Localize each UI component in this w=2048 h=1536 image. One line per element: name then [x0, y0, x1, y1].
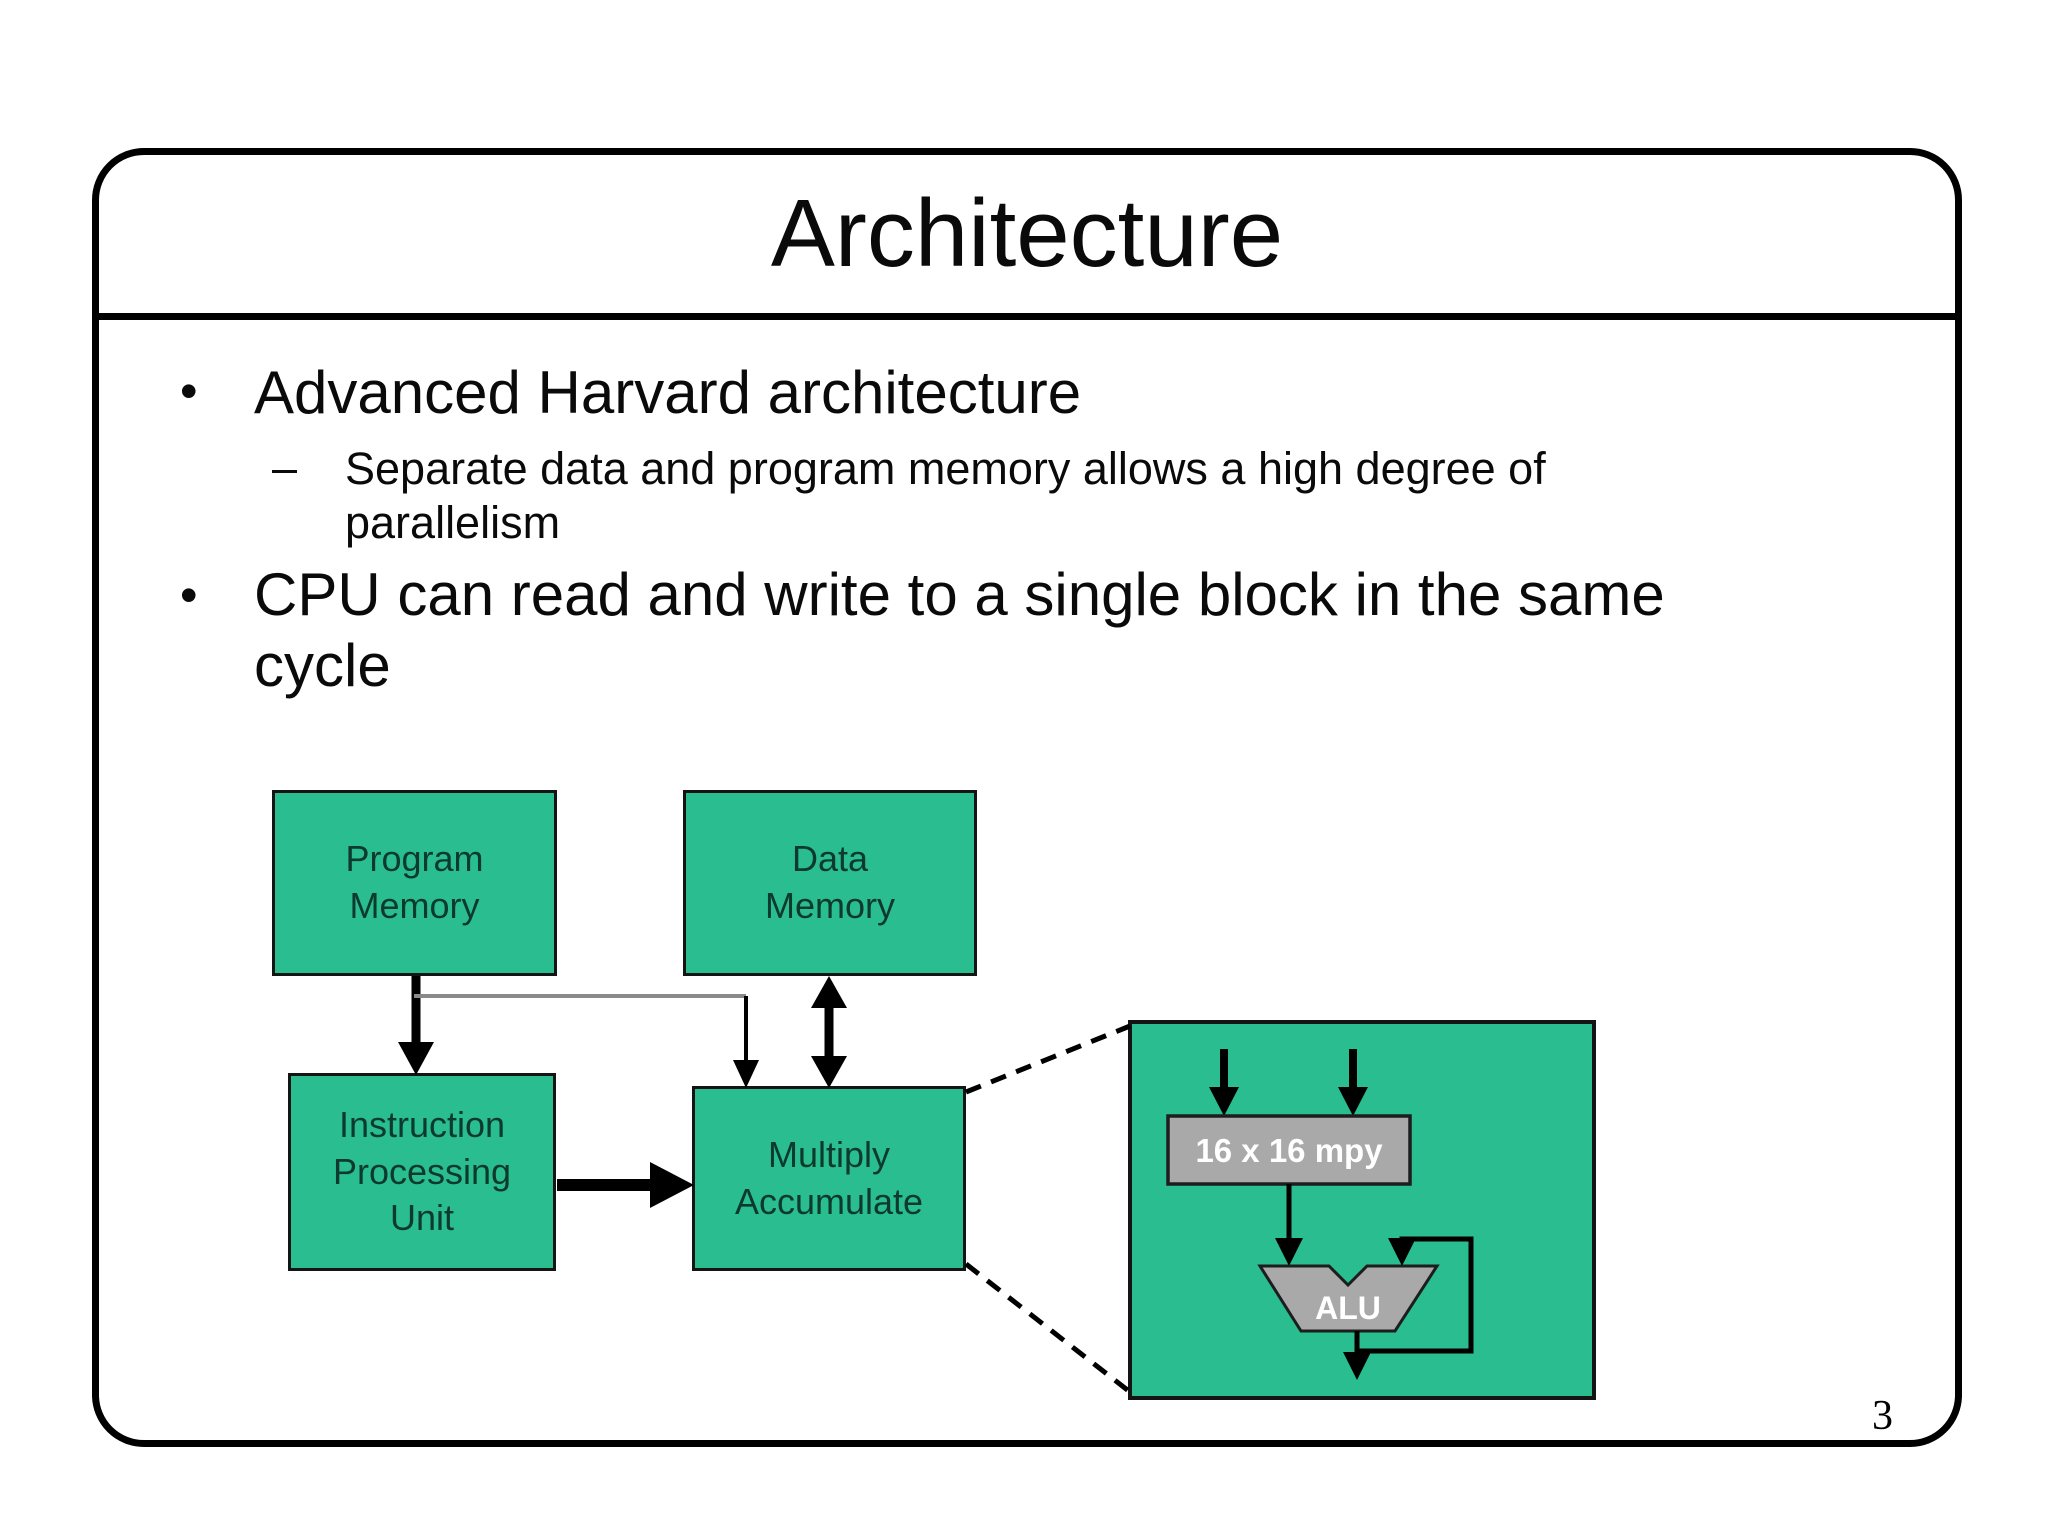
program-memory-label: Program — [345, 838, 484, 880]
alu-shape — [1257, 1264, 1440, 1333]
bullet-marker: • — [180, 567, 198, 623]
bullet-item-2: • CPU can read and write to a single blo… — [180, 560, 1744, 702]
sub-bullet-item-1: – Separate data and program memory allow… — [272, 442, 1675, 550]
mac-detail-diagram: 16 x 16 mpy ALU — [1166, 1049, 1474, 1380]
arrow-down-icon — [1338, 1087, 1368, 1116]
program-memory-label: Memory — [349, 885, 480, 926]
arrow-down-icon — [1388, 1238, 1416, 1266]
bullet-text-1: Advanced Harvard architecture — [254, 359, 1082, 426]
bullet-marker: • — [180, 363, 198, 419]
sub-bullet-text-1: Separate data and program memory allows … — [345, 443, 1546, 548]
bullet-item-1: • Advanced Harvard architecture — [180, 358, 1754, 429]
multiply-accumulate-block: Multiply Accumulate — [692, 1086, 966, 1271]
instruction-processing-unit-block: Instruction Processing Unit — [288, 1073, 556, 1271]
mac-detail-block: 16 x 16 mpy ALU — [1128, 1020, 1596, 1400]
program-memory-block: Program Memory — [272, 790, 557, 976]
arrow-down-icon — [1343, 1352, 1371, 1380]
data-memory-block: Data Memory — [683, 790, 977, 976]
alu-label: ALU — [1315, 1290, 1381, 1326]
dash-marker: – — [272, 442, 298, 493]
arrow-down-icon — [1275, 1238, 1303, 1266]
title-band: Architecture — [99, 155, 1955, 320]
page-number: 3 — [1872, 1393, 1893, 1439]
arrow-down-icon — [1209, 1087, 1239, 1116]
mac-label: Accumulate — [734, 1180, 924, 1222]
ipu-label: Instruction — [338, 1103, 506, 1145]
ipu-label: Processing — [332, 1150, 512, 1192]
page-title: Architecture — [770, 180, 1284, 287]
data-memory-label: Data — [791, 838, 869, 880]
multiplier-unit-label: 16 x 16 mpy — [1195, 1132, 1383, 1169]
ipu-label: Unit — [389, 1197, 455, 1239]
mac-label: Multiply — [767, 1133, 891, 1175]
data-memory-label: Memory — [764, 885, 895, 926]
bullet-text-2: CPU can read and write to a single block… — [254, 561, 1665, 699]
